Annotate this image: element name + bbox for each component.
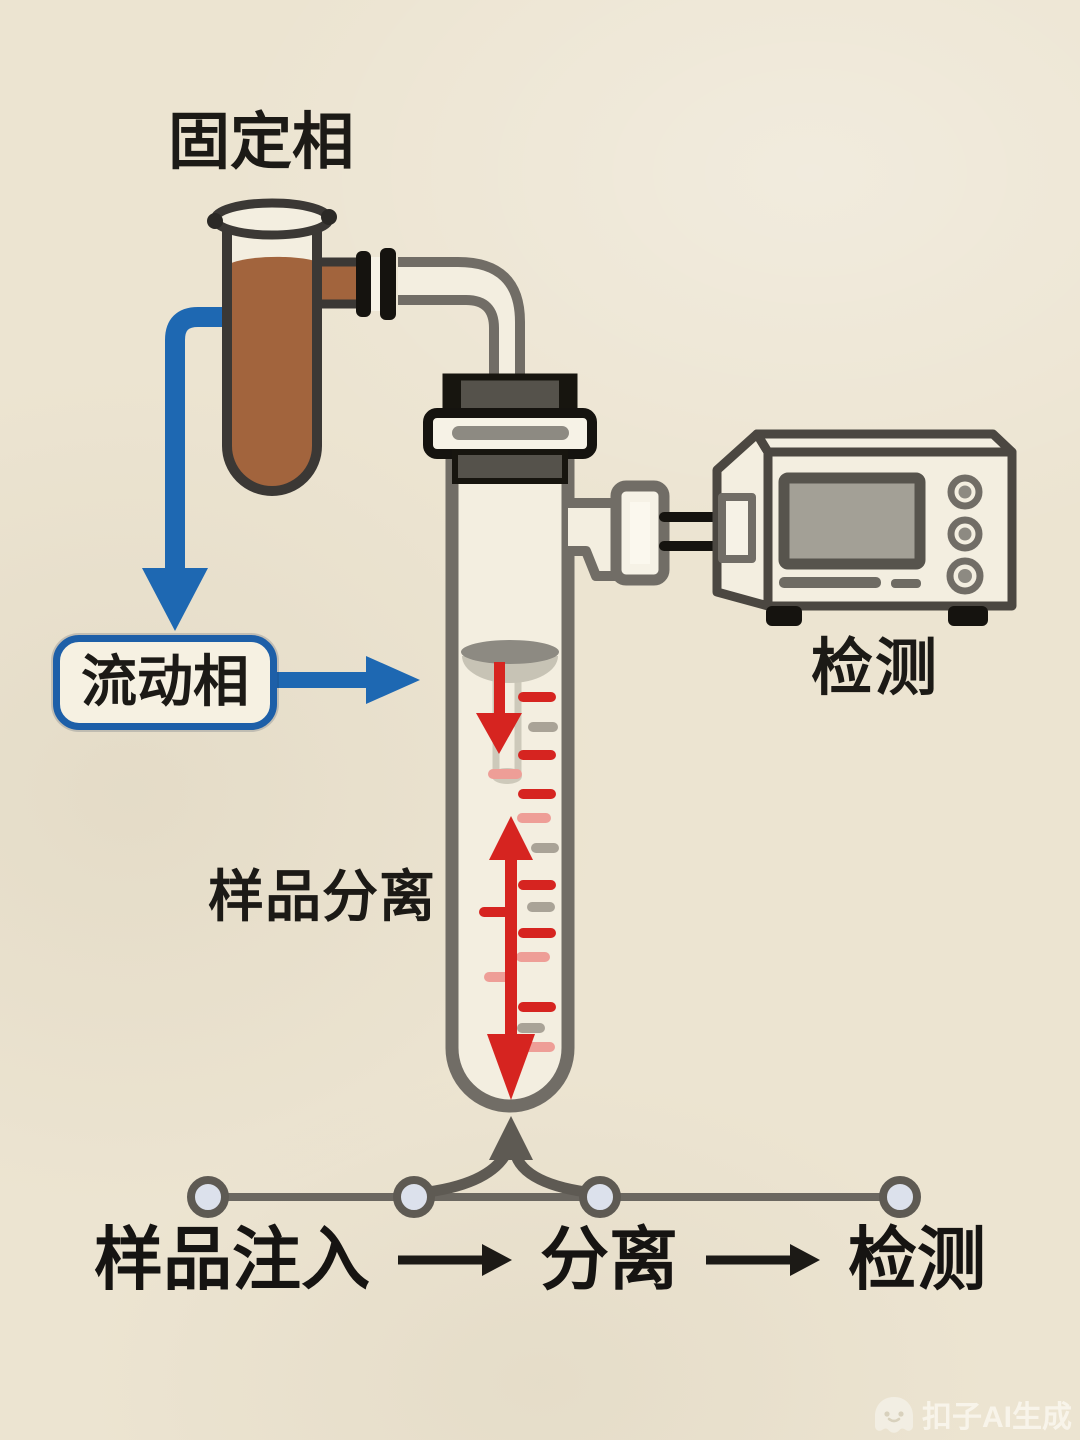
stationary-phase-test-tube: [207, 198, 396, 496]
separation-band-mark: [518, 880, 556, 890]
detector-screen: [778, 472, 926, 570]
mobile-phase-down-arrow: [142, 307, 268, 631]
timeline-node: [579, 1176, 621, 1218]
flow-steps: 样品注入 分离 检测: [0, 1222, 1080, 1298]
separation-column: [445, 448, 575, 1113]
watermark: 扣子AI生成: [874, 1392, 1072, 1436]
separation-band-mark: [531, 843, 559, 853]
column-marks: [479, 692, 559, 1052]
column-glass: [445, 448, 575, 1113]
test-tube-rim: [210, 198, 334, 240]
sample-separation-label: 样品分离: [208, 867, 436, 929]
detector-knobs: [946, 474, 984, 595]
tube-coupling: [356, 248, 396, 320]
detector-inlet-port: [718, 493, 756, 563]
stationary-phase-label: 固定相: [168, 109, 355, 177]
arrow-down-head: [487, 1034, 535, 1100]
arrow-down-head: [142, 568, 208, 631]
separation-band-mark: [518, 1002, 556, 1012]
separation-band-mark: [518, 789, 556, 799]
mobile-phase-right-arrow: [277, 656, 420, 704]
arrow-right-head: [366, 656, 420, 704]
flow-step: 检测: [848, 1222, 986, 1298]
separation-band-mark: [488, 769, 522, 779]
watermark-text: 扣子AI生成: [922, 1401, 1072, 1434]
separation-band-mark: [527, 902, 555, 912]
timeline-node: [187, 1176, 229, 1218]
stationary-phase-fill: [229, 256, 315, 489]
arrow-up-head: [489, 1116, 533, 1160]
process-timeline: [187, 1116, 921, 1218]
column-cap: [423, 373, 597, 484]
flow-step: 分离: [540, 1222, 678, 1298]
separation-band-mark: [517, 1023, 545, 1033]
detector-outlet: [568, 480, 731, 586]
timeline-circles: [187, 1176, 921, 1218]
mobile-phase-box: 流动相: [53, 635, 277, 730]
separation-band-mark: [518, 928, 556, 938]
flow-direction-arrows: [476, 662, 535, 1100]
coze-ghost-icon: [875, 1397, 913, 1433]
flow-arrow-icon: [704, 1240, 822, 1280]
arrow-down-head: [476, 713, 522, 754]
mobile-phase-label: 流动相: [81, 651, 249, 714]
separation-band-mark: [516, 952, 550, 962]
separation-band-mark: [518, 692, 556, 702]
detector-label: 检测: [811, 635, 940, 703]
transfer-tube: [398, 257, 525, 650]
arrow-up-head: [489, 816, 533, 860]
detector-device: [712, 429, 1017, 626]
separation-band-mark: [517, 813, 551, 823]
separation-band-mark: [528, 722, 558, 732]
flow-arrow-icon: [396, 1240, 514, 1280]
flow-step: 样品注入: [94, 1222, 370, 1298]
timeline-node: [393, 1176, 435, 1218]
timeline-node: [879, 1176, 921, 1218]
liquid-surface: [461, 640, 559, 664]
separation-band-mark: [518, 750, 556, 760]
